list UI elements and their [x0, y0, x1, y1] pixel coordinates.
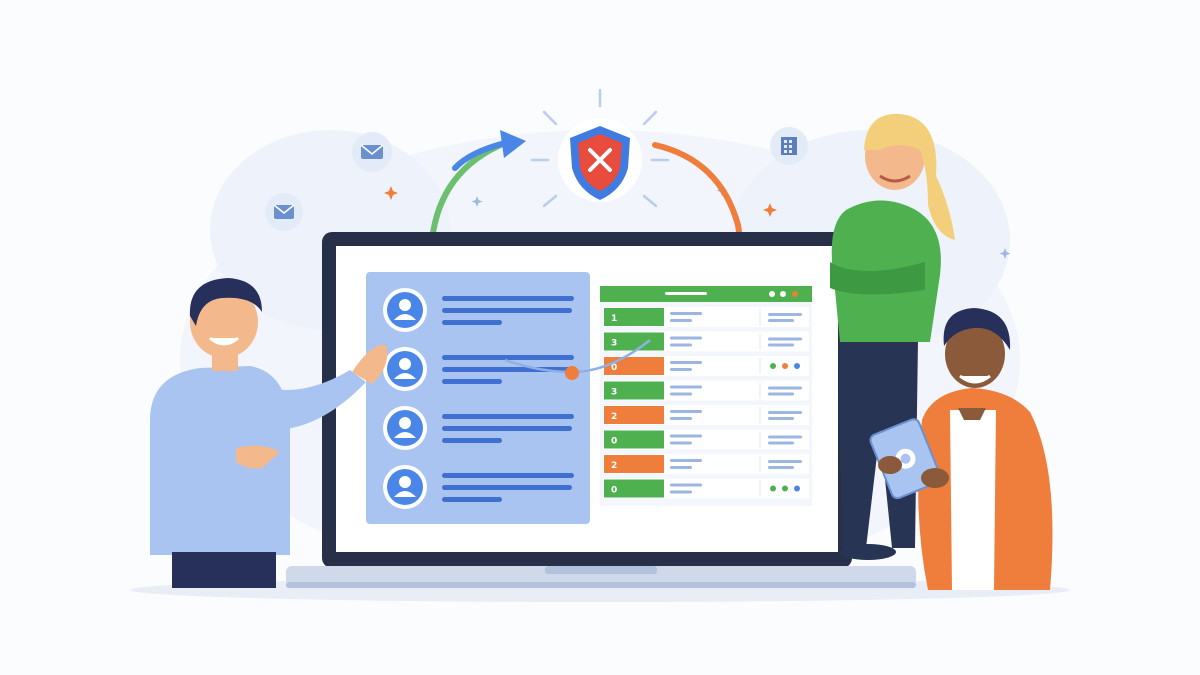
contact-name-line: [442, 296, 574, 301]
user-avatar-icon: [383, 406, 427, 450]
contact-name-line: [442, 473, 574, 478]
contact-detail-line: [442, 426, 572, 431]
row-number: 1: [611, 314, 617, 324]
row-number: 3: [611, 339, 617, 349]
contact-detail-line: [442, 485, 572, 490]
contact-detail-line: [442, 497, 502, 502]
row-number: 2: [611, 461, 617, 471]
user-avatar-icon: [383, 347, 427, 391]
contact-list-panel: [366, 272, 590, 524]
building-icon: [770, 127, 808, 165]
contact-name-line: [442, 414, 574, 419]
row-status-cell: [604, 332, 664, 351]
user-avatar-icon: [383, 288, 427, 332]
table-row: 2: [603, 454, 809, 474]
row-number: 0: [611, 363, 617, 373]
contact-detail-line: [442, 438, 502, 443]
contact-detail-line: [442, 379, 502, 384]
row-number: 3: [611, 388, 617, 398]
contact-detail-line: [442, 320, 502, 325]
table-row: 2: [603, 405, 809, 425]
contact-detail-line: [442, 308, 572, 313]
tablet-man: [869, 308, 1053, 590]
table-row: 0: [603, 478, 809, 499]
contact-list-item: [383, 288, 574, 332]
table-row: 0: [603, 356, 809, 376]
contact-name-line: [442, 355, 574, 360]
connector-dot: [565, 366, 579, 380]
table-row: 0: [603, 429, 809, 450]
row-status-cell: [604, 479, 664, 498]
user-avatar-icon: [383, 465, 427, 509]
standing-woman: [830, 113, 955, 560]
table-row: 1: [603, 307, 809, 327]
shield-x-icon: [530, 88, 670, 208]
row-status-cell: [604, 381, 664, 400]
row-number: 0: [611, 486, 617, 496]
row-number: 2: [611, 412, 617, 422]
contact-list-item: [383, 347, 574, 391]
sparkle-icon: [384, 186, 777, 217]
table-row: 3: [603, 331, 809, 352]
presenter-man: [150, 278, 388, 588]
contact-list-item: [383, 406, 574, 450]
mail-icon: [265, 193, 303, 231]
mail-icon: [352, 132, 392, 172]
row-status-cell: [604, 308, 664, 326]
row-status-cell: [604, 455, 664, 473]
row-number: 0: [611, 437, 617, 447]
row-status-cell: [604, 430, 664, 449]
contact-list-item: [383, 465, 574, 509]
data-table-panel: 1 3 0 3 2 0 2 0: [600, 286, 812, 506]
table-row: 3: [603, 380, 809, 401]
row-status-cell: [604, 406, 664, 424]
